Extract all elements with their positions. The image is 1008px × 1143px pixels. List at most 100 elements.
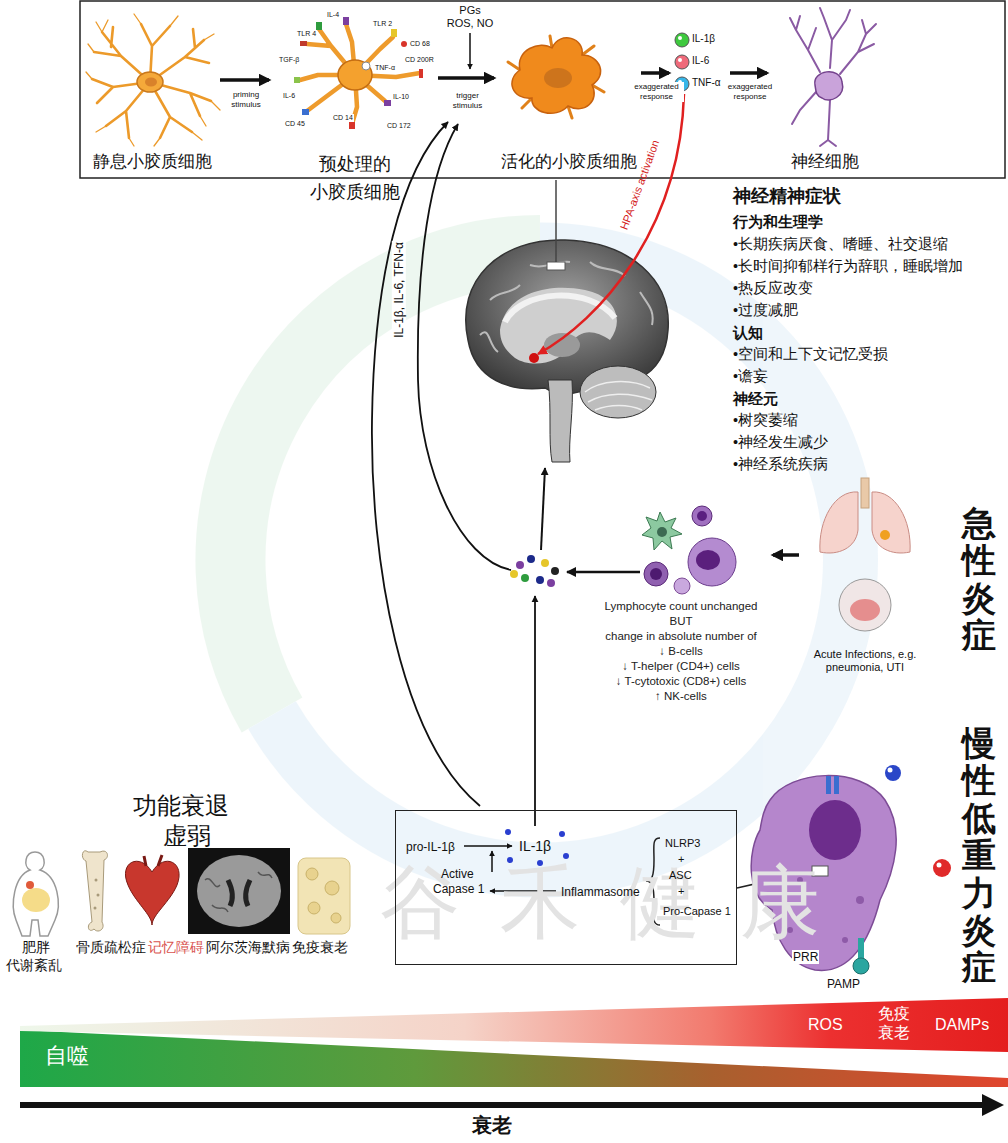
edge-label: exaggerated response <box>630 82 684 102</box>
mri-ventricle <box>228 880 250 906</box>
pathway-term: ASC <box>669 869 692 882</box>
cleavage-arrow <box>464 845 512 847</box>
symptom-item: •热反应改变 <box>733 280 813 297</box>
cytokine-dot <box>675 55 689 69</box>
flow-arrow <box>730 71 767 75</box>
bladder-inflammation <box>850 599 880 621</box>
disease-label: 肥胖 <box>22 940 50 956</box>
neuron-figure <box>790 8 876 146</box>
hypothalamus-dot <box>529 353 539 363</box>
lymphocyte <box>674 578 690 594</box>
pathway-term: IL-1β <box>519 838 551 855</box>
cerebellum <box>580 366 656 418</box>
stage-caption: 神经细胞 <box>791 152 859 172</box>
receptor-label: IL-4 <box>326 11 340 19</box>
receptor-label: TNF-α <box>374 64 396 72</box>
release-line <box>534 596 536 826</box>
cytokine-name: IL-1β <box>692 33 715 45</box>
mediator-label: ROS, NO <box>447 17 493 30</box>
lymphocyte-note: ↓ B-cells <box>659 645 702 659</box>
microglia-stage: 活化的小胶质细胞 <box>497 15 641 175</box>
gradient-label: 自噬 <box>45 1043 89 1069</box>
symptom-item: •神经系统疾病 <box>733 456 828 473</box>
flow-arrow <box>438 76 494 80</box>
disease-label: 骨质疏松症 <box>76 940 146 956</box>
receptor-symbol <box>300 41 307 46</box>
cytokine-dot <box>527 555 535 563</box>
edge-label: priming stimulus <box>224 90 268 110</box>
trachea <box>861 478 869 508</box>
highlight <box>888 768 893 773</box>
cytokine-dot <box>675 33 689 47</box>
edge-label: trigger stimulus <box>446 91 490 111</box>
immune-cell <box>306 868 318 880</box>
receptor-label: CD 200R <box>404 56 435 64</box>
microglia-stage: 静息小胶质细胞 <box>85 15 220 175</box>
pathway-term: Inflammasome <box>561 885 640 899</box>
receptor-symbol <box>349 122 355 129</box>
inflammasome-box: pro-IL-1β IL-1βActiveCapase 1 Inflammasome… <box>395 810 737 965</box>
disease-label: 代谢紊乱 <box>6 958 62 974</box>
primed-microglia <box>294 17 423 129</box>
logo-arc <box>272 250 850 870</box>
region-marker <box>547 262 565 270</box>
time-arrow <box>20 1102 984 1108</box>
bone-pore <box>97 894 100 897</box>
outcome-heading: 虚弱 <box>163 822 211 851</box>
receptor-label: TLR 2 <box>372 20 393 28</box>
pathway-term: Active <box>441 867 474 881</box>
stage-caption: 静息小胶质细胞 <box>93 152 212 172</box>
trigger-arrow <box>469 33 471 69</box>
flow-arrow <box>641 71 669 75</box>
receptor-symbol <box>419 69 423 78</box>
cytokine-dot <box>551 567 559 575</box>
flow-arrow <box>773 553 799 557</box>
thalamus <box>544 333 580 357</box>
lymphocyte-note: ↑ NK-cells <box>655 690 707 704</box>
immune-cell <box>325 881 339 895</box>
pathway-term: Capase 1 <box>433 882 484 896</box>
zoom-line <box>555 180 557 262</box>
pamp-ball <box>853 958 869 974</box>
pathway-term: Pro-Capase 1 <box>663 905 731 918</box>
cytokine-dot <box>510 570 518 578</box>
infection-organs: Acute Infections, e.g. pneumonia, UTI <box>799 478 931 683</box>
receptor-label: CD 172 <box>386 122 412 130</box>
symptom-item: •空间和上下文记忆受损 <box>733 346 888 363</box>
lung <box>820 492 858 553</box>
cell-nucleus <box>697 511 707 521</box>
bone-pore <box>94 907 97 910</box>
pathway-term: pro-IL-1β <box>406 840 455 854</box>
lymphocyte-note: change in absolute number of <box>605 630 757 644</box>
receptor-symbol <box>391 29 397 37</box>
brainstem <box>548 380 572 462</box>
receptor-symbol <box>343 17 349 25</box>
dendritic-cell <box>642 512 682 550</box>
panel-frame <box>80 1 1005 178</box>
cell-body <box>338 60 372 90</box>
symptom-item: •谵妄 <box>733 368 768 385</box>
heart-vessel <box>144 855 162 866</box>
gradient-label: 免疫 <box>878 1004 910 1023</box>
lymphocyte <box>692 506 712 526</box>
neuron-soma <box>815 72 843 100</box>
symptom-item: •长时间抑郁样行为辞职，睡眠增加 <box>733 258 963 275</box>
pathway-term: + <box>678 853 684 866</box>
brain-figure <box>466 240 669 462</box>
cytokine-dot <box>547 579 555 587</box>
cytokine-dot <box>559 831 565 837</box>
lymphocyte-note: ↓ T-cytotoxic (CD8+) cells <box>616 675 746 689</box>
disease-icons <box>13 848 350 936</box>
hpa-arrow <box>538 94 684 354</box>
immune-icon <box>298 858 350 934</box>
symptom-item: •树突萎缩 <box>733 412 798 429</box>
disease-label: 记忆障碍 <box>148 940 204 956</box>
stage-caption: 预处理的 小胶质细胞 <box>305 150 405 206</box>
phase-label: 慢性低重力炎症 <box>962 725 996 987</box>
infection-organs-figure <box>820 478 910 631</box>
to-brain-arrow <box>541 468 545 550</box>
ligand-ball <box>885 765 901 781</box>
background-logo <box>230 250 850 870</box>
receptor-label: TLR 4 <box>296 30 317 38</box>
cell-nucleus <box>544 68 572 88</box>
